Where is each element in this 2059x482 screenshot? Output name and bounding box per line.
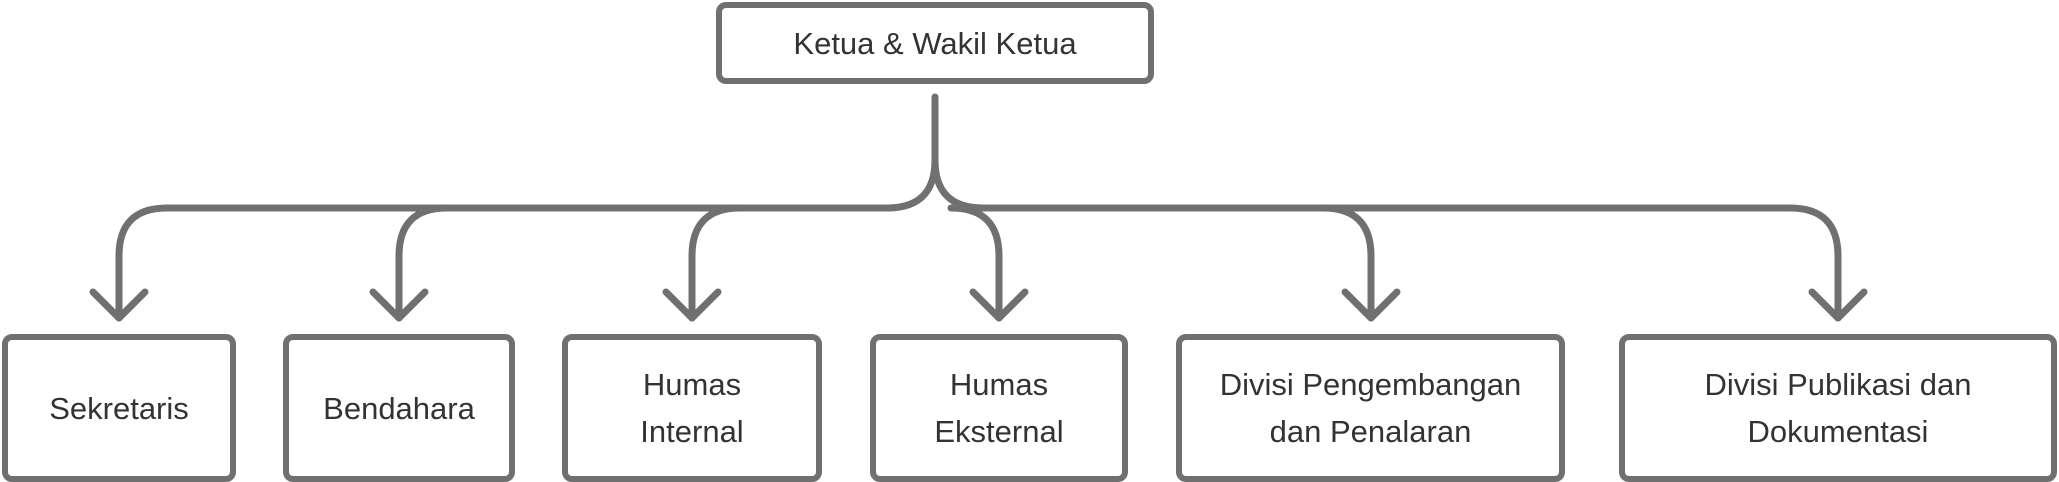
- connector-right-main: [931, 156, 1794, 212]
- connector-bendahara: [395, 204, 451, 322]
- connector-divisi-pengembangan: [1319, 204, 1375, 322]
- arrow-divisi-pengembangan: [1341, 288, 1401, 322]
- node-ketua-wakil-ketua: Ketua & Wakil Ketua: [716, 2, 1154, 84]
- arrow-bendahara: [369, 288, 429, 322]
- node-humas-eksternal: Humas Eksternal: [870, 334, 1128, 482]
- node-label: Ketua & Wakil Ketua: [793, 25, 1077, 61]
- node-label: Humas Eksternal: [934, 367, 1064, 449]
- arrow-sekretaris: [89, 288, 149, 322]
- connector-sekretaris: [115, 204, 171, 322]
- node-label: Divisi Publikasi dan Dokumentasi: [1704, 367, 1972, 449]
- connector-left-main: [163, 156, 939, 212]
- node-humas-internal: Humas Internal: [562, 334, 822, 482]
- arrow-divisi-publikasi: [1808, 288, 1868, 322]
- node-divisi-pengembangan-penalaran: Divisi Pengembangan dan Penalaran: [1176, 334, 1565, 482]
- arrow-humas-eksternal: [969, 288, 1029, 322]
- node-label: Divisi Pengembangan dan Penalaran: [1219, 367, 1522, 449]
- connector-humas-internal: [688, 204, 744, 322]
- node-sekretaris: Sekretaris: [2, 334, 236, 482]
- node-label: Humas Internal: [640, 367, 744, 449]
- node-label: Sekretaris: [49, 390, 189, 426]
- arrow-humas-internal: [662, 288, 722, 322]
- connector-divisi-publikasi: [1786, 204, 1842, 322]
- connector-humas-eksternal: [947, 204, 1003, 322]
- node-label: Bendahara: [323, 390, 475, 426]
- node-divisi-publikasi-dokumentasi: Divisi Publikasi dan Dokumentasi: [1619, 334, 2057, 482]
- node-bendahara: Bendahara: [283, 334, 515, 482]
